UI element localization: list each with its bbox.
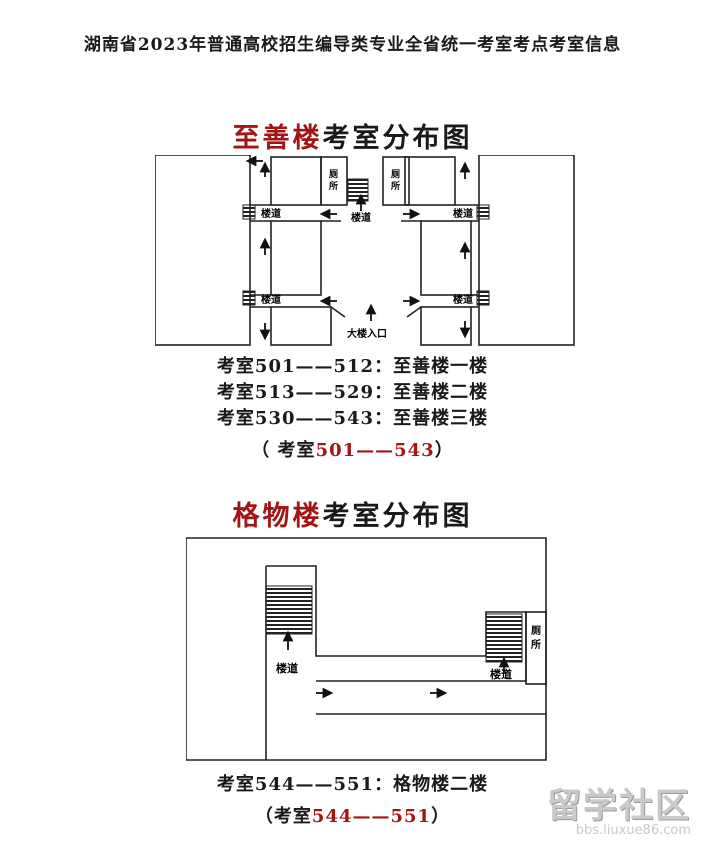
range-prefix: （考室	[254, 806, 312, 827]
restroom-left-label: 厕	[329, 169, 338, 180]
stairs-right-lower	[476, 290, 490, 306]
section1-range: （ 考室501——543）	[0, 436, 705, 462]
stairs-label: 楼道	[261, 207, 281, 220]
restroom-label-2: 所	[531, 638, 541, 651]
stairs-label: 楼道	[351, 211, 371, 224]
range-suffix: ）	[434, 440, 454, 461]
section2-title: 格物楼考室分布图	[0, 494, 705, 533]
stairs-label: 楼道	[261, 293, 281, 306]
restroom-right-label: 厕	[391, 169, 400, 180]
restroom-box	[525, 611, 547, 685]
watermark-brand: 留学社区	[547, 786, 691, 826]
section1-title-rest: 考室分布图	[322, 123, 473, 154]
stairs-label: 楼道	[490, 667, 512, 681]
range-prefix: （ 考室	[251, 440, 316, 461]
watermark: 留学社区 bbs.liuxue86.com	[547, 778, 691, 838]
stairs-right	[485, 613, 523, 663]
stairs-left-lower	[242, 290, 256, 306]
outer-wall	[186, 537, 547, 761]
restroom-left-label-2: 所	[329, 180, 338, 192]
right-wing-wall	[478, 155, 575, 346]
watermark-url: bbs.liuxue86.com	[575, 823, 691, 838]
stairs-label: 楼道	[453, 293, 473, 306]
section1-line-3: 考室530——543：至善楼三楼	[216, 408, 489, 429]
section2-range: （考室544——551）	[0, 802, 705, 828]
room-block-bottom-right	[420, 306, 472, 346]
room-block-top-right	[404, 156, 456, 206]
entrance-label: 大楼入口	[347, 327, 387, 340]
room-block-mid-left	[270, 220, 322, 296]
central-stairs	[347, 178, 369, 202]
range-suffix: ）	[431, 806, 451, 827]
restroom-label: 厕	[531, 625, 541, 637]
restroom-right-label-2: 所	[391, 180, 400, 192]
zhishan-floor-plan: 厕 所 厕 所 楼道 楼道 楼道 楼道 楼道 大楼入口	[155, 155, 575, 346]
stairs-left	[265, 585, 313, 635]
range-value: 544——551	[311, 806, 432, 827]
restroom-right-box	[382, 156, 410, 206]
range-value: 501——543	[315, 440, 435, 461]
stairs-label: 楼道	[453, 207, 473, 220]
room-block-bottom-left	[270, 306, 332, 346]
gewu-floor-plan: 厕 所 楼道 楼道	[186, 537, 547, 761]
document-title: 湖南省2023年普通高校招生编导类专业全省统一考室考点考室信息	[83, 35, 622, 55]
section1-line-1: 考室501——512：至善楼一楼	[216, 356, 489, 377]
section1-line-2: 考室513——529：至善楼二楼	[216, 382, 489, 403]
left-wing-wall	[155, 155, 251, 346]
stairs-label: 楼道	[276, 661, 298, 675]
room-block-mid-right	[420, 220, 472, 296]
section1-title: 至善楼考室分布图	[0, 116, 705, 155]
section2-line-1: 考室544——551：格物楼二楼	[216, 774, 489, 795]
section2-title-rest: 考室分布图	[322, 501, 473, 532]
stairs-left-upper	[242, 204, 256, 220]
section1-building-name: 至善楼	[232, 123, 323, 154]
stairs-right-upper	[476, 204, 490, 220]
restroom-left-box	[320, 156, 348, 206]
room-block-top-left	[270, 156, 322, 206]
section2-building-name: 格物楼	[232, 501, 323, 532]
